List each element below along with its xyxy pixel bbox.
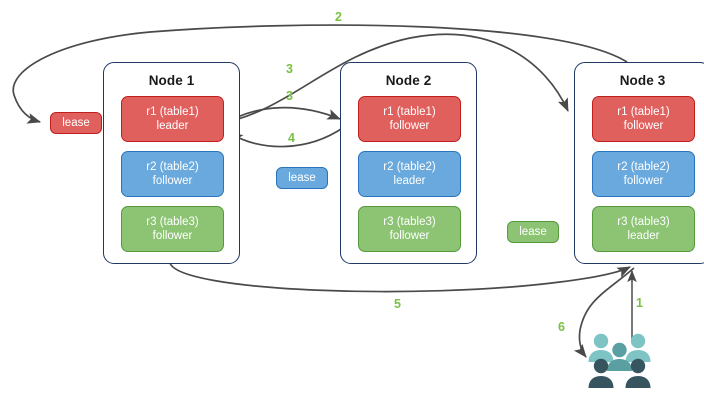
replica-role: follower	[623, 120, 664, 132]
replica-node1-r1[interactable]: r1 (table1) leader	[121, 96, 224, 142]
users-group-icon	[588, 333, 651, 388]
replica-role: leader	[393, 175, 426, 187]
replica-role: follower	[623, 175, 664, 187]
replica-node2-r3[interactable]: r3 (table3) follower	[358, 206, 461, 252]
replica-node1-r2[interactable]: r2 (table2) follower	[121, 151, 224, 197]
step-label-1: 1	[636, 296, 643, 310]
node-card-1[interactable]: Node 1 r1 (table1) leader r2 (table2) fo…	[103, 62, 240, 264]
step-label-4: 4	[288, 131, 295, 145]
step-label-3-lower: 3	[286, 89, 293, 103]
step-label-5: 5	[394, 297, 401, 311]
replica-role: follower	[389, 120, 430, 132]
replica-name: r3 (table3)	[617, 216, 670, 228]
replica-name: r3 (table3)	[383, 216, 436, 228]
replica-node3-r2[interactable]: r2 (table2) follower	[592, 151, 695, 197]
replica-role: leader	[627, 230, 660, 242]
replica-name: r1 (table1)	[617, 106, 670, 118]
replica-name: r2 (table2)	[383, 161, 436, 173]
replica-role: leader	[156, 120, 189, 132]
step-label-6: 6	[558, 320, 565, 334]
step-label-3-upper: 3	[286, 62, 293, 76]
lease-box-green[interactable]: lease	[507, 221, 559, 243]
node-card-2[interactable]: Node 2 r1 (table1) follower r2 (table2) …	[340, 62, 477, 264]
lease-box-red[interactable]: lease	[50, 112, 102, 134]
replica-node3-r3[interactable]: r3 (table3) leader	[592, 206, 695, 252]
lease-label: lease	[519, 226, 547, 238]
lease-box-blue[interactable]: lease	[276, 167, 328, 189]
replica-name: r2 (table2)	[146, 161, 199, 173]
replica-role: follower	[152, 175, 193, 187]
arrow-step-4	[229, 126, 345, 148]
lease-label: lease	[288, 172, 316, 184]
replica-name: r3 (table3)	[146, 216, 199, 228]
step-label-2: 2	[335, 10, 342, 24]
node-title: Node 2	[385, 73, 432, 88]
replica-node3-r1[interactable]: r1 (table1) follower	[592, 96, 695, 142]
replica-role: follower	[152, 230, 193, 242]
node-title: Node 1	[148, 73, 195, 88]
node-title: Node 3	[619, 73, 666, 88]
replica-node2-r1[interactable]: r1 (table1) follower	[358, 96, 461, 142]
node-card-3[interactable]: Node 3 r1 (table1) follower r2 (table2) …	[574, 62, 704, 264]
replica-name: r1 (table1)	[146, 106, 199, 118]
replica-node1-r3[interactable]: r3 (table3) follower	[121, 206, 224, 252]
arrow-step-5	[169, 262, 631, 293]
replica-name: r1 (table1)	[383, 106, 436, 118]
lease-label: lease	[62, 117, 90, 129]
replica-name: r2 (table2)	[617, 161, 670, 173]
replica-node2-r2[interactable]: r2 (table2) leader	[358, 151, 461, 197]
replica-role: follower	[389, 230, 430, 242]
